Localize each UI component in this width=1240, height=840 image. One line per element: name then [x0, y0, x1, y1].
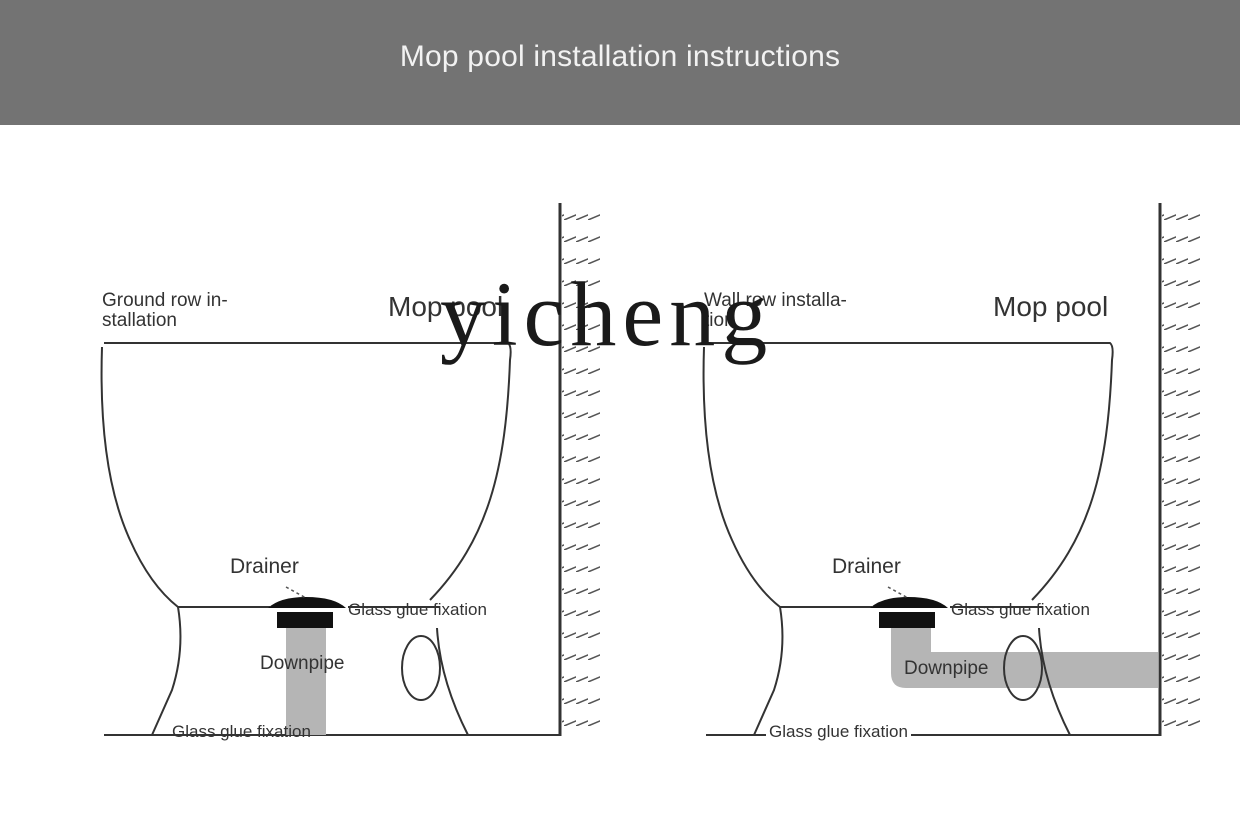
left-wall-hatching: [562, 205, 600, 735]
right-glue-bottom-label: Glass glue fixation: [766, 723, 911, 740]
right-downpipe: [891, 627, 1158, 688]
right-method-label: Wall row installa-tion: [704, 290, 847, 331]
left-pool-label: Mop pool: [388, 291, 504, 322]
right-wall-hatching: [1162, 205, 1200, 735]
left-drainer-label: Drainer: [230, 555, 299, 578]
left-drainer-pointer: [285, 586, 307, 599]
left-side-opening: [401, 635, 441, 701]
right-pedestal-back: [1038, 627, 1071, 736]
brand-watermark: yicheng: [440, 263, 774, 365]
right-drainer-label: Drainer: [832, 555, 901, 578]
left-pedestal-back: [436, 627, 469, 736]
left-method-label: Ground row in-stallation: [102, 290, 228, 331]
left-basin-outline: [100, 342, 512, 608]
right-drainer-cap: [870, 597, 948, 608]
right-diagram: [702, 203, 1200, 736]
left-drainer-cap: [268, 597, 346, 608]
left-glue-top-label: Glass glue fixation: [348, 600, 487, 619]
left-glue-bottom-label: Glass glue fixation: [172, 722, 311, 741]
right-side-opening: [1003, 635, 1043, 701]
left-downpipe: [286, 627, 326, 735]
right-downpipe-label: Downpipe: [904, 658, 989, 679]
left-drainer-body: [277, 612, 333, 628]
header-bar: Mop pool installation instructions: [0, 0, 1240, 125]
page-title: Mop pool installation instructions: [399, 40, 841, 73]
right-pool-label: Mop pool: [993, 291, 1109, 322]
right-glue-top-label: Glass glue fixation: [951, 600, 1090, 619]
left-diagram: [100, 203, 600, 736]
left-downpipe-label: Downpipe: [260, 653, 345, 674]
right-pedestal-front: [753, 606, 784, 736]
right-drainer-pointer: [887, 586, 909, 599]
right-basin-outline: [702, 342, 1114, 608]
left-pedestal-front: [151, 606, 182, 736]
right-drainer-body: [879, 612, 935, 628]
